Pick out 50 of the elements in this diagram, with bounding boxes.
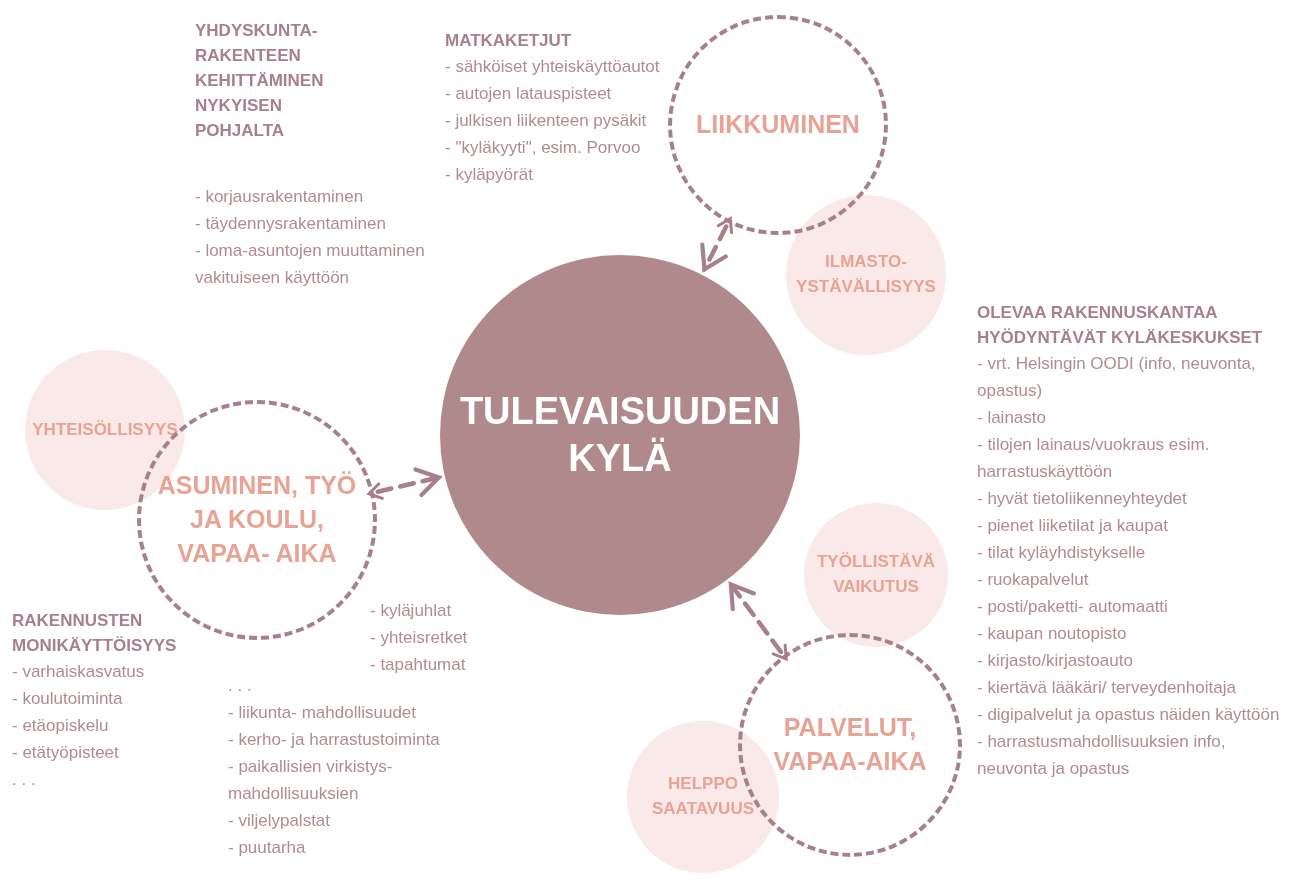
list-item: . . . — [228, 675, 253, 697]
section-heading: OLEVAA RAKENNUSKANTAA HYÖDYNTÄVÄT KYLÄKESKUKSET — [977, 302, 1264, 349]
dashed-arrow — [700, 217, 734, 272]
list-item: - harrastusmahdollisuuksien info, neuvonta ja opastus — [977, 731, 1227, 780]
list-item: - vrt. Helsingin OODI (info, neuvonta, opastus) — [977, 353, 1257, 402]
dashed-arrow — [367, 467, 442, 500]
list-item: - kaupan noutopisto — [977, 623, 1128, 645]
section-heading: YHDYSKUNTA- RAKENTEEN KEHITTÄMINEN NYKYISEN POHJALTA — [195, 20, 325, 142]
circle-label: HELPPO SAATAVUUS — [651, 773, 755, 820]
list-item: - pienet liiketilat ja kaupat — [977, 515, 1169, 537]
list-item: - kiertävä lääkäri/ terveydenhoitaja — [977, 677, 1237, 699]
list-item: - yhteisretket — [370, 627, 469, 649]
list-item: - "kyläkyyti", esim. Porvoo — [445, 137, 642, 159]
list-item: - loma-asuntojen muuttaminen vakituiseen käyttöön — [195, 240, 426, 289]
list-item: - kyläpyörät — [445, 164, 534, 186]
list-item: - tilojen lainaus/vuokraus esim. harrastuskäyttöön — [977, 434, 1211, 483]
list-item: - etätyöpisteet — [12, 742, 120, 764]
list-item: - kyläjuhlat — [370, 600, 453, 622]
list-item: - kirjasto/kirjastoauto — [977, 650, 1134, 672]
list-item: - posti/paketti- automaatti — [977, 596, 1169, 618]
list-item: - lainasto — [977, 407, 1047, 429]
list-item: - liikunta- mahdollisuudet — [228, 702, 418, 724]
circle-label: YHTEISÖLLISYYS — [32, 418, 178, 441]
list-item: - täydennysrakentaminen — [195, 213, 387, 235]
circle-label: ILMASTO- YSTÄVÄLLISYYS — [795, 251, 937, 298]
circle-label: TULEVAISUUDEN KYLÄ — [458, 388, 782, 481]
circle-label: LIIKKUMINEN — [696, 109, 860, 141]
list-item: - sähköiset yhteiskäyttöautot — [445, 56, 661, 78]
list-item: - puutarha — [228, 837, 307, 859]
list-item: . . . — [12, 769, 37, 791]
section-heading: RAKENNUSTEN MONIKÄYTTÖISYYS — [12, 610, 178, 657]
list-item: - varhaiskasvatus — [12, 661, 146, 683]
list-item: - ruokapalvelut — [977, 569, 1090, 591]
dashed-arrow — [728, 582, 788, 661]
list-item: - autojen latauspisteet — [445, 83, 613, 105]
list-item: - kerho- ja harrastustoiminta — [228, 729, 441, 751]
circle-label: ASUMINEN, TYÖ JA KOULU, VAPAA- AIKA — [157, 470, 357, 569]
list-item: - etäopiskelu — [12, 715, 110, 737]
list-item: - julkisen liikenteen pysäkit — [445, 110, 648, 132]
circle-label: PALVELUT, VAPAA-AIKA — [772, 712, 928, 777]
list-item: - hyvät tietoliikenneyhteydet — [977, 488, 1188, 510]
list-item: - korjausrakentaminen — [195, 186, 365, 208]
list-item: - viljelypalstat — [228, 810, 332, 832]
list-item: - koulutoiminta — [12, 688, 124, 710]
circle-label: TYÖLLISTÄVÄ VAIKUTUS — [815, 551, 937, 598]
section-heading: MATKAKETJUT — [445, 30, 573, 52]
list-item: - tapahtumat — [370, 654, 467, 676]
list-item: - tilat kyläyhdistykselle — [977, 542, 1147, 564]
list-item: - paikallisien virkistys- mahdollisuuksien — [228, 756, 394, 805]
list-item: - digipalvelut ja opastus näiden käyttöön — [977, 704, 1281, 726]
